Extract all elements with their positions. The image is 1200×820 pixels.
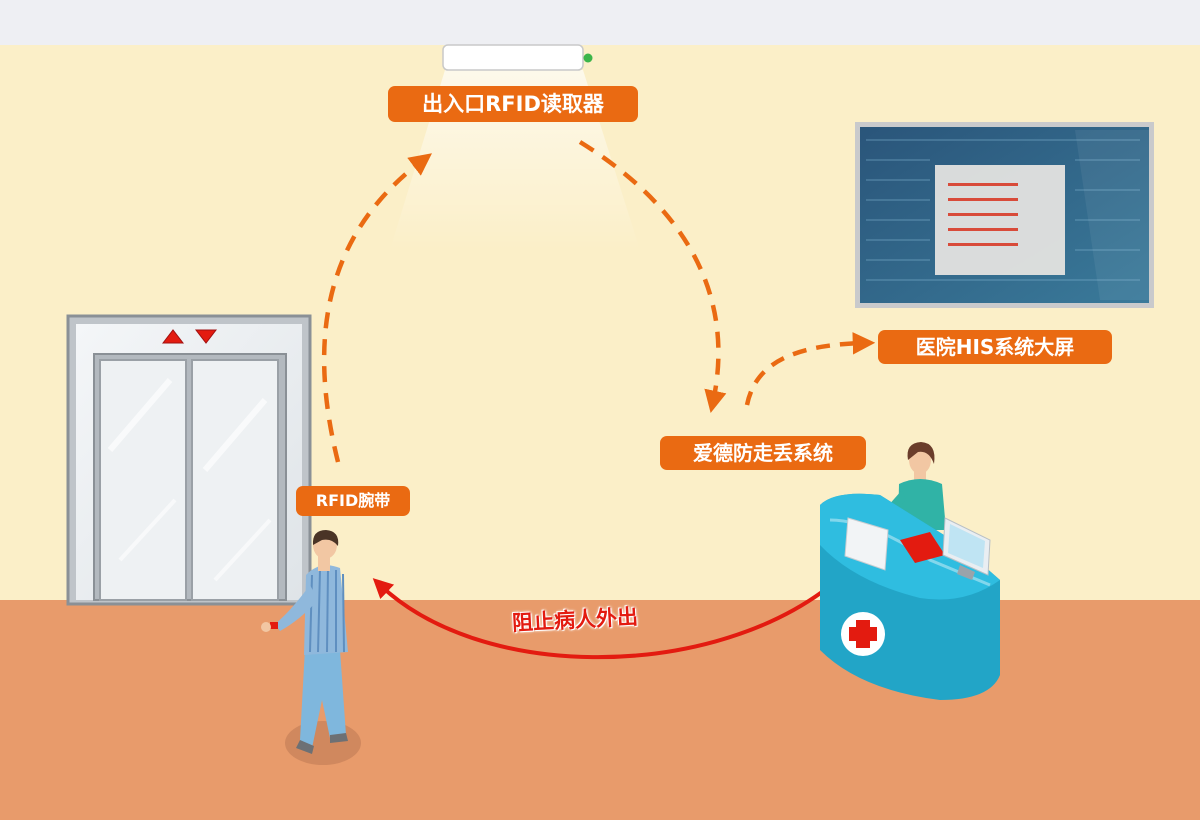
arrow-block-exit [372, 578, 824, 660]
his-screen-label: 医院HIS系统大屏 [878, 330, 1112, 364]
arrow-wristband-to-reader [321, 153, 432, 463]
rfid-wristband-label: RFID腕带 [296, 486, 410, 516]
arrow-reader-to-system [578, 140, 727, 413]
medical-cross-icon [841, 612, 885, 656]
anti-loss-system-label: 爱德防走丢系统 [660, 436, 866, 470]
patient-figure-icon [261, 530, 361, 765]
ceiling [0, 0, 1200, 45]
floor [0, 600, 1200, 820]
his-screen-icon [855, 122, 1154, 308]
nurse-station-icon [820, 442, 1000, 700]
rfid-reader-label: 出入口RFID读取器 [388, 86, 638, 122]
arrow-system-to-his [744, 332, 876, 406]
elevator-icon [66, 314, 312, 606]
